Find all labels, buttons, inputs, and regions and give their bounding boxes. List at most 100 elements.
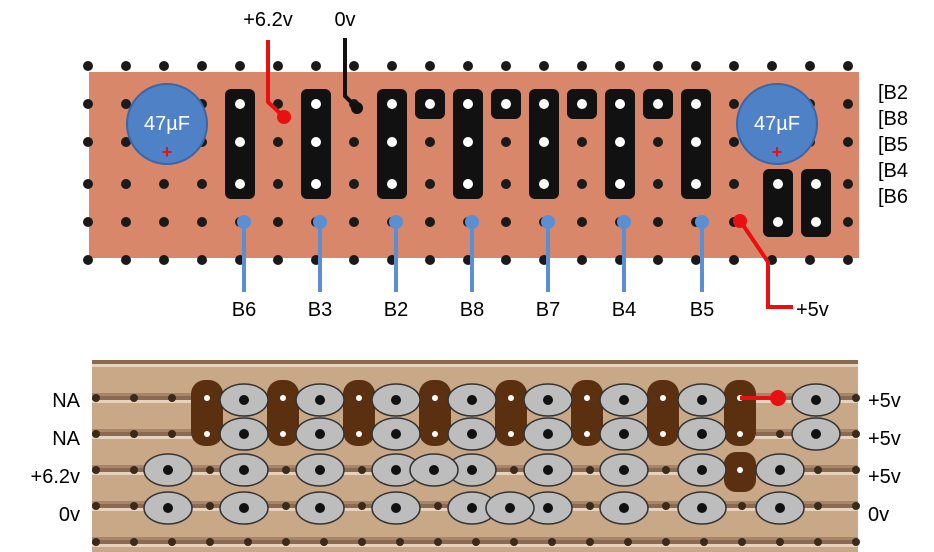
header-pin	[387, 99, 397, 109]
top-board: 47µF + 47µF + +6.2v 0v B6 B3 B2 B8 B7 B4…	[83, 9, 859, 321]
strip-hole	[510, 538, 518, 546]
board-hole	[653, 255, 663, 265]
solder-pad-hole	[239, 395, 249, 405]
link-hole	[432, 395, 438, 401]
board-hole	[349, 137, 359, 147]
right-label-2: +5v	[868, 466, 901, 488]
label-bottom-b5: B4	[612, 299, 636, 321]
capacitor-right-plus: +	[772, 142, 783, 162]
right-label-3: 0v	[868, 504, 889, 526]
header-pin	[811, 179, 821, 189]
board-hole	[653, 61, 663, 71]
strip-hole	[472, 538, 480, 546]
header-pin	[615, 137, 625, 147]
board-hole	[273, 179, 283, 189]
link-hole	[584, 431, 590, 437]
header-pin-block	[763, 169, 793, 237]
side-list-item: [B5	[878, 134, 909, 156]
board-hole	[83, 99, 93, 109]
board-hole	[425, 137, 435, 147]
header-pin	[463, 179, 473, 189]
header-pin	[235, 179, 245, 189]
board-hole	[729, 61, 739, 71]
link-hole	[280, 395, 286, 401]
strip-hole	[662, 502, 670, 510]
header-pin	[311, 99, 321, 109]
board-hole	[349, 217, 359, 227]
board-hole	[501, 137, 511, 147]
solder-pad-hole	[619, 429, 629, 439]
strip-hole	[814, 538, 822, 546]
right-label-0: +5v	[868, 390, 901, 412]
board-hole	[843, 61, 853, 71]
strip-hole	[92, 430, 100, 438]
capacitor-right-body	[736, 83, 818, 165]
solder-pad-hole	[163, 503, 173, 513]
strip-hole	[282, 538, 290, 546]
wire-6v2	[266, 40, 285, 118]
solder-pad-hole	[467, 429, 477, 439]
board-hole	[729, 137, 739, 147]
strip-hole	[776, 538, 784, 546]
board-hole	[843, 255, 853, 265]
wire-link	[571, 380, 603, 446]
board-hole	[83, 255, 93, 265]
header-pin	[425, 99, 435, 109]
board-hole	[691, 255, 701, 265]
link-hole	[737, 467, 743, 473]
strip-hole	[168, 430, 176, 438]
capacitor-left-plus: +	[162, 142, 173, 162]
board-hole	[159, 179, 169, 189]
board-hole	[349, 61, 359, 71]
board-hole	[121, 61, 131, 71]
wire-5v-end	[733, 214, 747, 228]
header-pin	[311, 137, 321, 147]
strip-hole	[738, 538, 746, 546]
solder-pad-hole	[619, 465, 629, 475]
header-pin	[691, 99, 701, 109]
header-pin	[691, 179, 701, 189]
board-hole	[577, 61, 587, 71]
board-hole	[311, 61, 321, 71]
board-hole	[273, 137, 283, 147]
board-hole	[197, 179, 207, 189]
board-hole	[501, 179, 511, 189]
link-hole	[356, 395, 362, 401]
board-hole	[349, 255, 359, 265]
solder-pad-hole	[239, 465, 249, 475]
board-hole	[729, 99, 739, 109]
board-hole	[159, 255, 169, 265]
board-hole	[121, 255, 131, 265]
label-6v2-top: +6.2v	[243, 9, 292, 31]
link-hole	[204, 431, 210, 437]
strip-hole	[586, 502, 594, 510]
strip-hole	[358, 538, 366, 546]
strip-hole	[434, 538, 442, 546]
strip-hole	[92, 394, 100, 402]
board-hole	[273, 217, 283, 227]
solder-pad-hole	[315, 395, 325, 405]
strip-hole	[852, 538, 860, 546]
strip-hole	[92, 466, 100, 474]
signal-wire-end	[541, 215, 555, 229]
label-bottom-b0: B6	[232, 299, 256, 321]
side-list: [B2 [B8 [B5 [B4 [B6	[878, 80, 908, 210]
strip-hole	[92, 502, 100, 510]
wire-5v	[739, 220, 793, 309]
board-hole	[843, 179, 853, 189]
blue-wires	[237, 215, 709, 292]
header-pin	[811, 217, 821, 227]
strip-hole	[852, 394, 860, 402]
strip-hole	[852, 466, 860, 474]
solder-pad-hole	[697, 395, 707, 405]
strip-hole	[700, 538, 708, 546]
board-hole	[729, 179, 739, 189]
label-0v-top: 0v	[334, 9, 355, 31]
board-hole	[653, 179, 663, 189]
solder-pad-hole	[811, 395, 821, 405]
solder-pad-hole	[619, 395, 629, 405]
header-pin	[773, 217, 783, 227]
strip-hole	[206, 538, 214, 546]
board-hole	[83, 217, 93, 227]
